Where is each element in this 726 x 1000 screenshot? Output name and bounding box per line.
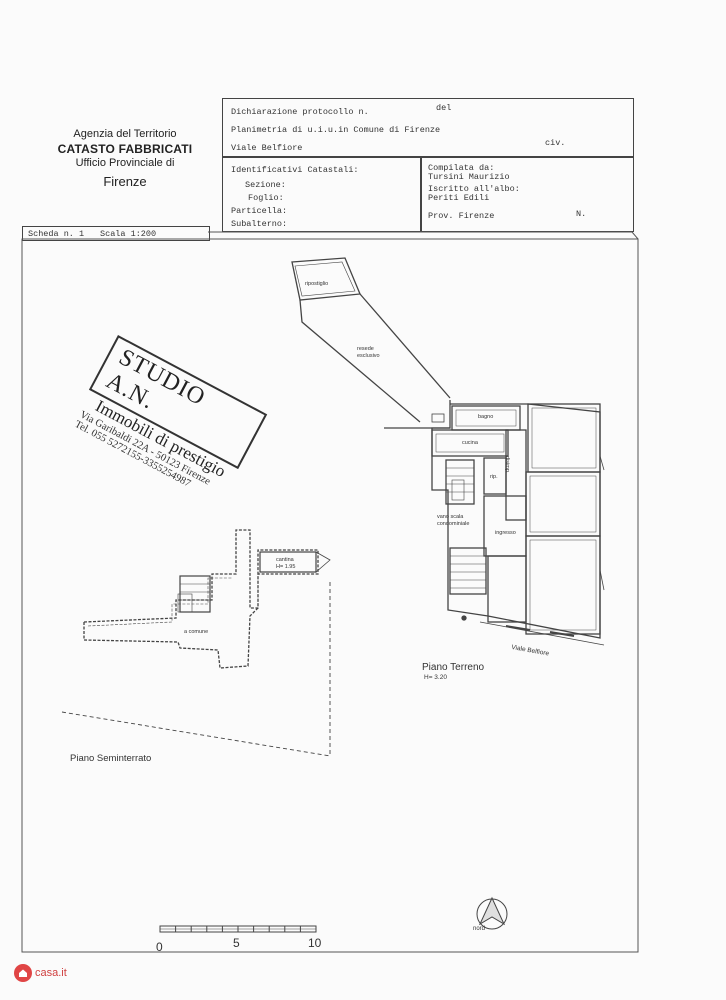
room-right-top — [527, 403, 601, 473]
building-outline — [431, 400, 601, 639]
scala-label: Scala 1:200 — [100, 229, 157, 239]
foglio-label: Foglio: — [248, 193, 284, 203]
office-city: Firenze — [103, 173, 147, 189]
piano-seminterrato-plan — [83, 529, 319, 669]
piano-terreno-height: H= 3.20 — [424, 674, 447, 681]
header-box-top — [222, 98, 634, 158]
office-agency: Agenzia del Territorio — [73, 128, 177, 140]
subalterno-label: Subalterno: — [231, 219, 288, 229]
label-bagno: bagno — [478, 414, 494, 420]
room-right-bottom — [525, 535, 601, 635]
sezione-label: Sezione: — [245, 180, 286, 190]
compilatore-name: Tursini Maurizio — [428, 172, 510, 182]
label-vano-scala: vano scala — [437, 514, 464, 520]
albo-value: Periti Edili — [428, 193, 490, 203]
label-condominiale: condominiale — [437, 521, 470, 527]
scheda-label: Scheda n. 1 — [28, 229, 85, 239]
rip-small-room — [483, 457, 507, 495]
label-rip-small: rip. — [490, 474, 498, 480]
room-right-middle — [525, 471, 601, 537]
label-resede: resede — [357, 346, 374, 352]
scale-tick-5: 5 — [233, 936, 240, 950]
casa-logo: casa.it — [14, 964, 67, 982]
office-block: Agenzia del Territorio CATASTO FABBRICAT… — [30, 128, 220, 190]
address-label: Viale Belfiore — [231, 143, 303, 153]
piano-terreno-plan — [291, 257, 605, 646]
number-label: N. — [576, 209, 587, 219]
compilata-label: Compilata da: — [428, 163, 495, 173]
planimetria-label: Planimetria di u.i.u.in Comune di Firenz… — [231, 125, 441, 135]
resede-corridor — [299, 299, 421, 423]
label-cantina: cantina — [276, 557, 294, 563]
house-icon — [14, 964, 32, 982]
label-disimpegno: disimp. — [504, 456, 510, 474]
piano-terreno-label: Piano Terreno — [422, 662, 485, 673]
disimpegno-room — [505, 429, 527, 521]
label-cantina-height: H= 1.95 — [276, 564, 296, 570]
iscritto-label: Iscritto all'albo: — [428, 184, 520, 194]
piano-seminterrato-label: Piano Seminterrato — [70, 753, 152, 764]
civ-label: civ. — [545, 138, 566, 148]
watermark-text: casa.it — [35, 967, 67, 979]
label-ingresso: ingresso — [495, 530, 516, 536]
seminterrato-outline — [83, 529, 319, 669]
provincia-label: Prov. Firenze — [428, 211, 495, 221]
particella-label: Particella: — [231, 206, 288, 216]
label-cucina: cucina — [462, 440, 478, 446]
drawing-frame — [21, 238, 639, 953]
label-esclusivo: esclusivo — [357, 353, 380, 359]
north-arrow-icon — [476, 896, 508, 930]
north-label: nord — [473, 926, 486, 932]
scale-tick-10: 10 — [308, 936, 322, 950]
office-ufficio: Ufficio Provinciale di — [75, 156, 175, 169]
scheda-box — [22, 226, 210, 241]
label-ripostiglio: ripostiglio — [305, 281, 329, 287]
office-catasto: CATASTO FABBRICATI — [57, 141, 193, 156]
del-label: del — [436, 103, 452, 113]
room-lower-left — [487, 555, 527, 623]
cucina-room — [431, 429, 509, 457]
stair-upper — [445, 459, 475, 505]
scale-bar — [159, 925, 317, 933]
identificativi-label: Identificativi Catastali: — [231, 165, 359, 175]
ingresso-room — [483, 495, 527, 557]
frame-right-connector — [631, 231, 639, 240]
scale-tick-0: 0 — [156, 940, 163, 954]
label-a-comune: a comune — [184, 629, 209, 635]
stair-lower — [449, 547, 487, 595]
dichiarazione-label: Dichiarazione protocollo n. — [231, 107, 369, 117]
